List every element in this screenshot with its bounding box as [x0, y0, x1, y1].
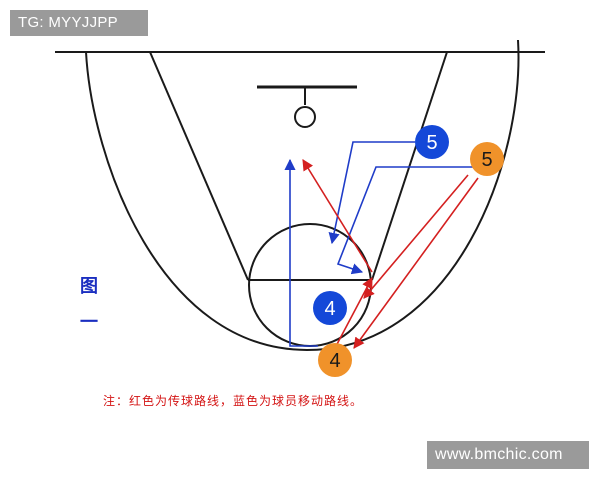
- player-blue-5-label: 5: [426, 132, 437, 154]
- player-orange-4-label: 4: [329, 350, 340, 372]
- move-route-blue4-to-basket: [284, 158, 318, 347]
- lane-line-left: [149, 51, 249, 281]
- player-orange-4: 4: [318, 343, 352, 377]
- figure-label-char-2: 一: [80, 312, 98, 333]
- free-throw-circle: [248, 223, 372, 347]
- move-route-blue5-cut: [328, 141, 415, 245]
- player-blue-4-marker: [313, 291, 347, 325]
- pass-routes: [302, 159, 479, 349]
- player-orange-5-marker: [470, 142, 504, 176]
- movement-routes: [284, 141, 475, 347]
- watermark-bottom: www.bmchic.com: [427, 441, 589, 469]
- lane-line-right: [371, 51, 448, 281]
- player-blue-5-marker: [415, 125, 449, 159]
- figure-label-char-1: 图: [80, 276, 98, 297]
- court-lines: [55, 39, 545, 352]
- watermark-top: TG: MYYJJPP: [10, 10, 148, 36]
- pass-route-orange5-to-lane: [363, 174, 469, 299]
- player-orange-5-label: 5: [481, 149, 492, 171]
- pass-route-to-basket: [302, 159, 373, 273]
- pass-route-orange5-to-low: [353, 177, 479, 349]
- player-orange-4-marker: [318, 343, 352, 377]
- hoop: [294, 106, 316, 128]
- player-blue-4: 4: [313, 291, 347, 325]
- legend-note: 注：红色为传球路线，蓝色为球员移动路线。: [103, 394, 364, 408]
- player-blue-4-label: 4: [324, 298, 335, 320]
- player-orange-5: 5: [470, 142, 504, 176]
- move-route-orange5-cut: [336, 166, 475, 275]
- player-blue-5: 5: [415, 125, 449, 159]
